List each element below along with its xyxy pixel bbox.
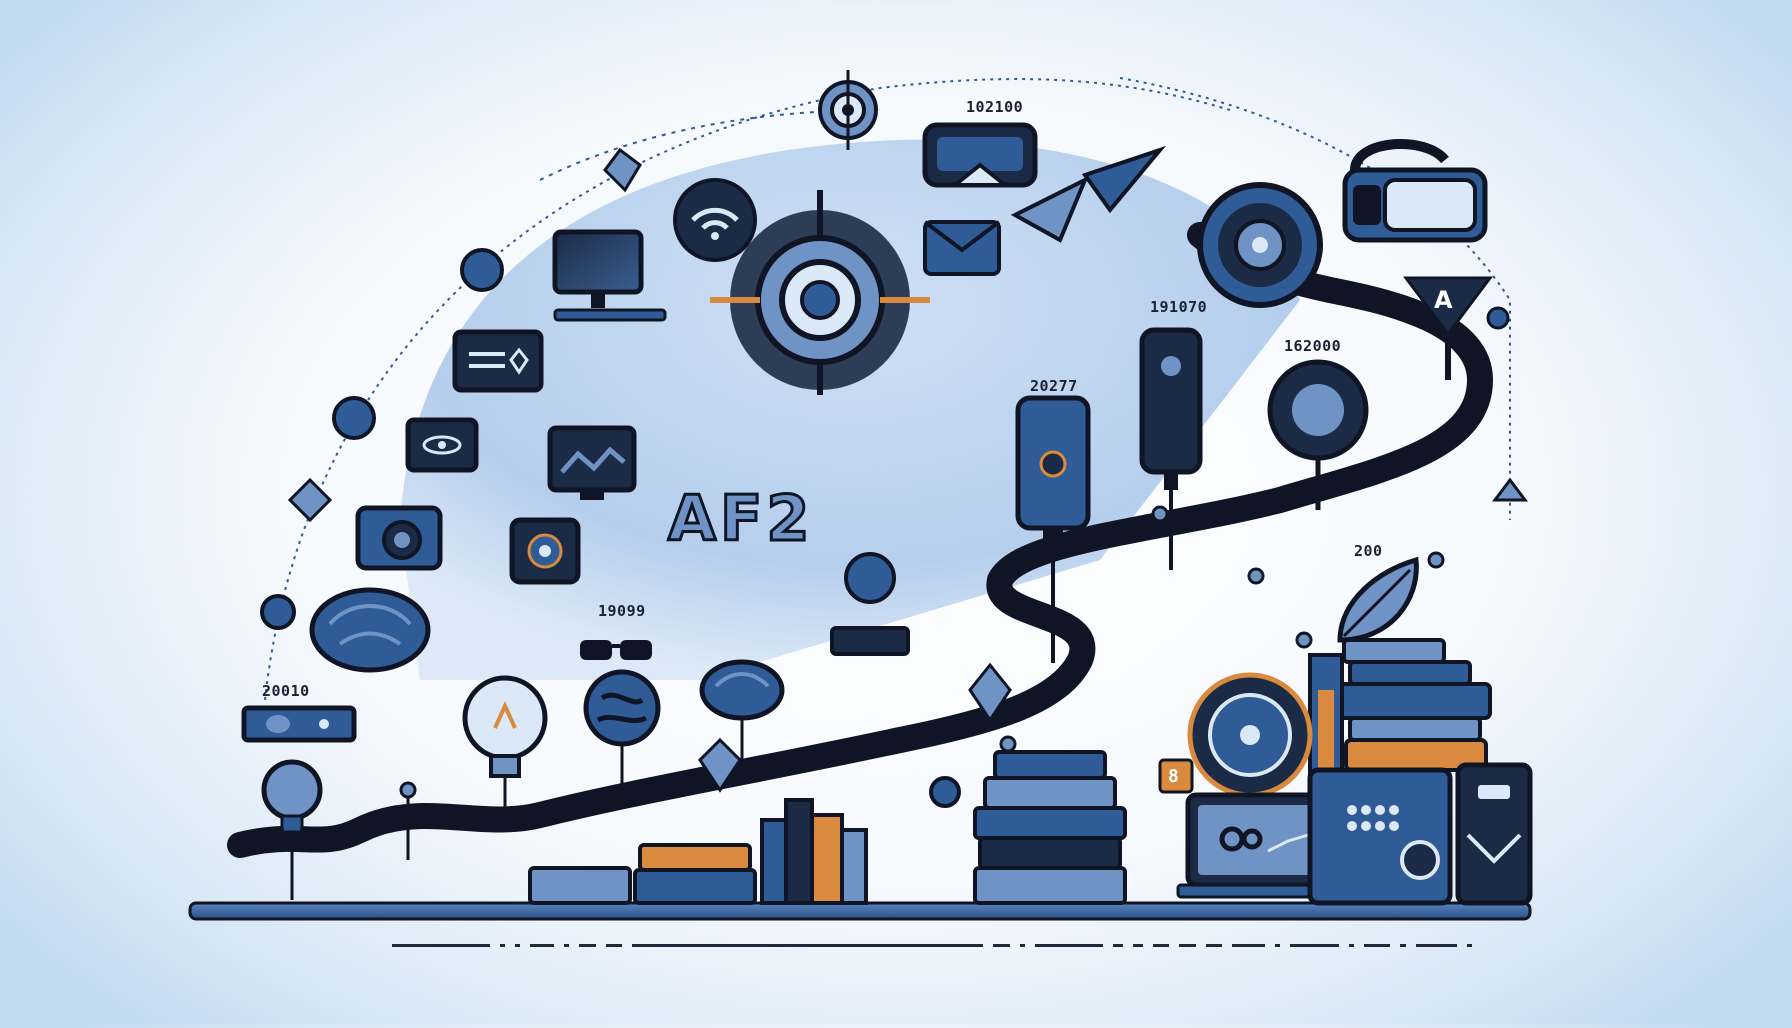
footer-dash	[564, 943, 570, 947]
vr-display-icon	[922, 122, 1038, 188]
footer-dash	[1363, 943, 1390, 947]
footer-dash	[1019, 943, 1025, 947]
eye-monitor-icon	[405, 417, 479, 473]
footer-dash	[529, 943, 555, 947]
footer-dash	[1113, 943, 1124, 947]
footer-dash	[1348, 943, 1354, 947]
footer-dash	[1133, 943, 1143, 947]
tower-device-icon	[1455, 762, 1533, 906]
year-label-phone-left: 20277	[1030, 377, 1078, 395]
desktop-computer-icon	[552, 229, 667, 322]
sunglasses-icon	[580, 640, 652, 660]
decorative-diamonds	[287, 147, 1528, 793]
timeline-road	[227, 222, 1494, 858]
brain-icon	[309, 587, 431, 673]
footer-dash	[993, 943, 1010, 947]
lightbulb-icon-small	[261, 759, 323, 900]
footer-dash	[605, 943, 622, 947]
footer-dash	[1152, 943, 1170, 947]
footer-dash	[514, 943, 520, 947]
year-label-globe: 162000	[1284, 337, 1342, 355]
footer-dash	[632, 943, 984, 947]
lock-badge-icon	[1158, 758, 1194, 794]
camera-lens-icon	[1197, 182, 1323, 308]
big-letters-text: AF2	[666, 481, 814, 557]
smartphone-icon	[1015, 395, 1091, 663]
footer-dash	[1416, 943, 1458, 947]
footer-dash	[1399, 943, 1407, 947]
book-stack-right	[1338, 638, 1492, 772]
paper-plane-icon	[1010, 145, 1167, 243]
book-badge-number: 8	[1168, 766, 1180, 787]
year-label-middle: 19099	[598, 602, 646, 620]
webcam-icon	[509, 517, 581, 585]
footer-dash	[1289, 943, 1339, 947]
footer-dash	[1179, 943, 1196, 947]
year-label-leaf: 200	[1354, 542, 1383, 560]
footer-dash	[500, 943, 505, 947]
globe-plant-icon	[830, 552, 910, 656]
footer-dash	[1034, 943, 1104, 947]
envelope-icon	[923, 220, 1001, 276]
footer-dash	[1274, 943, 1280, 947]
disc-gauge-icon	[1187, 672, 1313, 798]
camera-icon	[355, 505, 443, 571]
lightbulb-icon	[462, 675, 548, 813]
letter-a-pennant-icon	[1403, 276, 1510, 380]
globe-camera-icon	[1267, 359, 1369, 510]
laptop-icon	[1176, 792, 1350, 899]
brain-icon-small	[699, 659, 785, 780]
footer-dash	[1205, 943, 1222, 947]
leaf-icon	[1337, 556, 1419, 643]
footer-dash	[579, 943, 596, 947]
target-icon	[818, 70, 878, 150]
footer-dash	[392, 943, 491, 947]
globe-icon	[583, 669, 661, 798]
year-label-top: 102100	[966, 98, 1024, 116]
badge-letter: A	[1434, 286, 1453, 314]
year-label-phone-right: 191070	[1150, 298, 1208, 316]
control-panel-icon	[1307, 767, 1453, 906]
book-stack-center	[973, 750, 1127, 905]
year-label-left: 20010	[262, 682, 310, 700]
slider-device-icon	[241, 705, 357, 743]
monitor-chart-icon	[547, 425, 637, 500]
compass-gear-icon	[710, 190, 930, 395]
vr-headset-icon	[1342, 139, 1488, 243]
footer-dash	[1232, 943, 1265, 947]
footer-dashed-line	[392, 942, 1472, 948]
wifi-icon	[673, 178, 757, 262]
decorative-gears	[260, 248, 961, 808]
smartphone-tall-icon	[1139, 327, 1203, 570]
book-stack-left	[528, 798, 868, 905]
settings-panel-icon	[452, 329, 544, 393]
footer-dash	[1467, 943, 1472, 947]
